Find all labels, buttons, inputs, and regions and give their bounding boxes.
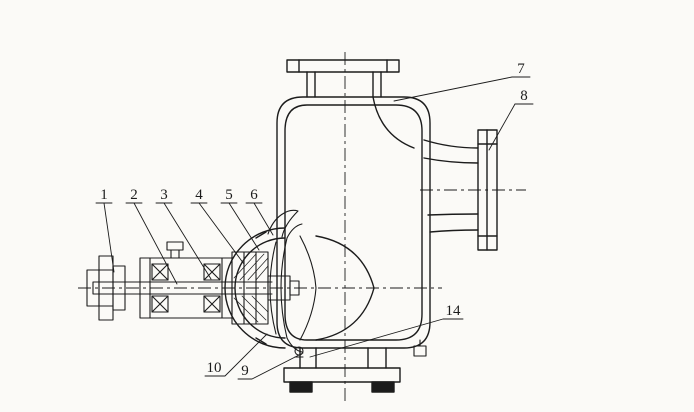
leader-line bbox=[393, 76, 531, 102]
callout-14: 14 bbox=[309, 303, 464, 358]
callout-4: 4 bbox=[190, 187, 245, 265]
callout-label: 1 bbox=[100, 187, 108, 203]
callout-7: 7 bbox=[393, 61, 531, 102]
leader-line bbox=[155, 202, 212, 280]
callout-1: 1 bbox=[95, 187, 115, 273]
callout-2: 2 bbox=[125, 187, 178, 285]
callout-8: 8 bbox=[488, 88, 534, 151]
flap-valve bbox=[267, 209, 299, 238]
pump-casing bbox=[276, 96, 431, 349]
grease-cup-icon bbox=[170, 249, 180, 259]
pump-cover bbox=[224, 227, 286, 349]
leader-line bbox=[488, 103, 534, 151]
callout-6: 6 bbox=[245, 187, 274, 236]
callout-label: 8 bbox=[520, 88, 528, 104]
top-flange bbox=[286, 59, 400, 98]
callouts: 1 2 3 4 5 6 7 bbox=[95, 61, 534, 380]
callout-label: 7 bbox=[517, 61, 525, 77]
leader-line bbox=[204, 333, 268, 377]
impeller bbox=[267, 223, 317, 353]
callout-label: 10 bbox=[207, 360, 222, 376]
leader-line bbox=[190, 202, 245, 265]
callout-label: 4 bbox=[195, 187, 203, 203]
base-support bbox=[283, 347, 401, 393]
callout-3: 3 bbox=[155, 187, 212, 280]
callout-5: 5 bbox=[220, 187, 260, 251]
callout-label: 9 bbox=[241, 363, 249, 379]
callout-9: 9 bbox=[237, 352, 304, 380]
drawing-strokes: 1 2 3 4 5 6 7 bbox=[78, 52, 534, 402]
leader-line bbox=[220, 202, 260, 251]
leader-line bbox=[237, 352, 304, 380]
callout-label: 2 bbox=[130, 187, 138, 203]
discharge-flange bbox=[423, 129, 498, 251]
centerlines bbox=[78, 52, 526, 402]
casing-plug bbox=[413, 339, 427, 357]
impeller-nut-icon bbox=[289, 280, 300, 296]
callout-label: 3 bbox=[160, 187, 168, 203]
leader-line bbox=[245, 202, 274, 236]
bearing-housing bbox=[139, 241, 233, 319]
callout-label: 6 bbox=[250, 187, 258, 203]
coupling bbox=[86, 255, 126, 321]
callout-label: 14 bbox=[446, 303, 462, 319]
leader-line bbox=[95, 202, 115, 273]
callout-label: 5 bbox=[225, 187, 233, 203]
pump-shaft bbox=[92, 281, 273, 295]
leader-line bbox=[125, 202, 178, 285]
leader-line bbox=[309, 318, 464, 358]
seal-hatching bbox=[233, 253, 269, 323]
callout-10: 10 bbox=[204, 333, 268, 377]
